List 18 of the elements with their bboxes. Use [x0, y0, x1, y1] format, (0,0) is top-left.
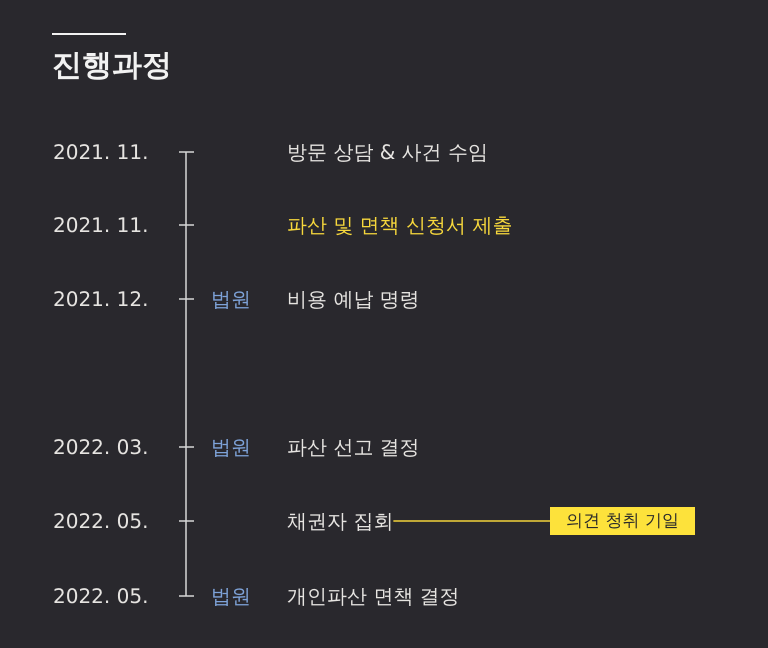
event-label: 파산 및 면책 신청서 제출: [287, 212, 512, 239]
actor-label: 법원: [211, 434, 251, 461]
event-label: 비용 예납 명령: [287, 286, 420, 313]
event-label: 방문 상담 & 사건 수임: [287, 139, 488, 166]
actor-label: 법원: [211, 286, 251, 313]
actor-label: 법원: [211, 583, 251, 610]
connector-line: [393, 520, 550, 522]
page-title: 진행과정: [52, 47, 172, 85]
event-label: 파산 선고 결정: [287, 434, 420, 461]
event-label: 개인파산 면책 결정: [287, 583, 460, 610]
note-tag: 의견 청취 기일: [550, 507, 695, 535]
event-label: 채권자 집회: [287, 507, 394, 535]
date-label: 2022. 05.: [53, 508, 148, 535]
date-label: 2022. 03.: [53, 434, 148, 461]
date-label: 2021. 11.: [53, 139, 148, 166]
date-label: 2021. 11.: [53, 212, 148, 239]
date-label: 2021. 12.: [53, 286, 148, 313]
date-label: 2022. 05.: [53, 583, 148, 610]
